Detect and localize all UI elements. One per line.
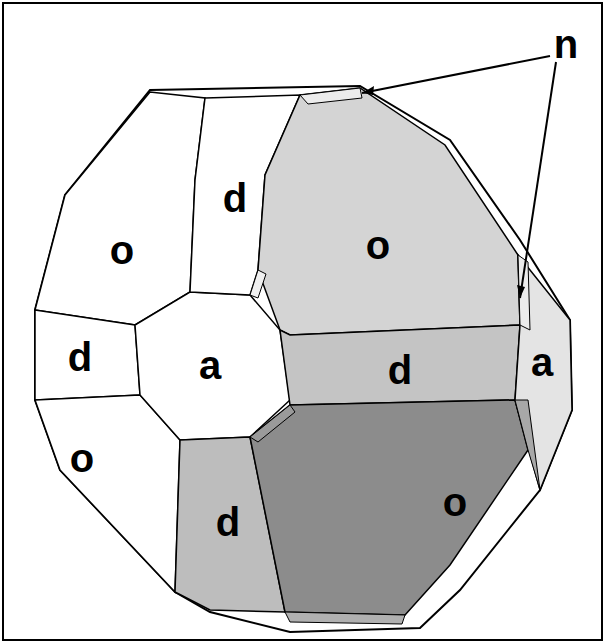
face-label: d: [216, 502, 240, 542]
leader-arrowhead: [362, 86, 374, 95]
face-label: o: [110, 230, 134, 270]
crystal-face: [35, 310, 140, 400]
face-label: o: [443, 482, 467, 522]
face-label: d: [223, 178, 247, 218]
crystal-face: [250, 270, 266, 298]
face-label: o: [70, 438, 94, 478]
face-label: d: [68, 337, 92, 377]
frame: [3, 3, 602, 640]
crystal-face: [515, 400, 540, 490]
face-label: a: [531, 342, 553, 382]
crystal-face: [300, 88, 362, 104]
crystal-face: [135, 292, 290, 440]
crystal-face: [258, 88, 520, 335]
face-label: a: [199, 345, 221, 385]
crystal-face: [250, 405, 295, 442]
crystal-face: [35, 92, 205, 325]
leader-arrowhead: [517, 285, 525, 298]
leader-line: [362, 56, 550, 93]
crystal-face: [35, 395, 180, 592]
leader-line: [520, 62, 556, 298]
face-label: n: [554, 24, 578, 64]
crystal-outline: [35, 86, 572, 632]
crystal-face: [250, 400, 528, 615]
crystal-face: [515, 255, 572, 490]
face-label: o: [366, 225, 390, 265]
crystal-face: [285, 612, 405, 624]
crystal-face: [280, 325, 520, 405]
face-label: d: [388, 350, 412, 390]
